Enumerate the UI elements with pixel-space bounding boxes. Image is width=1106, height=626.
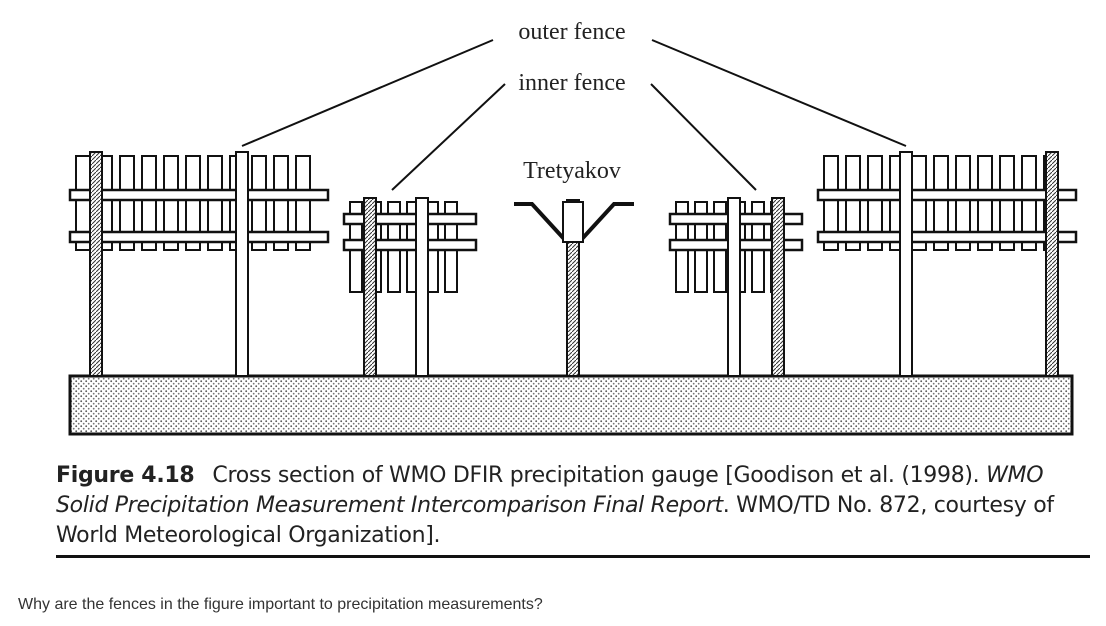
caption-text-2: . WMO/TD No. 872, courtesy of World Mete…: [56, 493, 1054, 548]
inner-fence-leader-left: [391, 83, 506, 191]
outer-fence-label: outer fence: [518, 19, 625, 45]
inner-fence-leader-right: [650, 83, 757, 191]
ground: [68, 374, 1074, 436]
dfir-cross-section-diagram: outer fence inner fence Tretyakov: [68, 19, 1078, 436]
figure-number: Figure 4.18: [56, 463, 195, 488]
caption-italic-title: WMO Solid Precipitation Measurement Inte…: [56, 463, 1044, 518]
tretyakov-gauge: [514, 199, 634, 377]
outer-fence-leader-left: [241, 39, 494, 147]
outer-fence-right: [816, 151, 1078, 377]
outer-fence-leader-right: [651, 39, 907, 147]
caption-rule: [56, 555, 1090, 558]
caption-text-1: Cross section of WMO DFIR precipitation …: [212, 463, 987, 488]
inner-fence-left: [342, 197, 478, 377]
tretyakov-label: Tretyakov: [523, 158, 621, 184]
inner-fence-right: [668, 197, 804, 377]
figure-caption: Figure 4.18 Cross section of WMO DFIR pre…: [56, 461, 1096, 551]
outer-fence-left: [68, 151, 330, 377]
inner-fence-label: inner fence: [518, 70, 625, 96]
question-text: Why are the fences in the figure importa…: [18, 596, 543, 613]
